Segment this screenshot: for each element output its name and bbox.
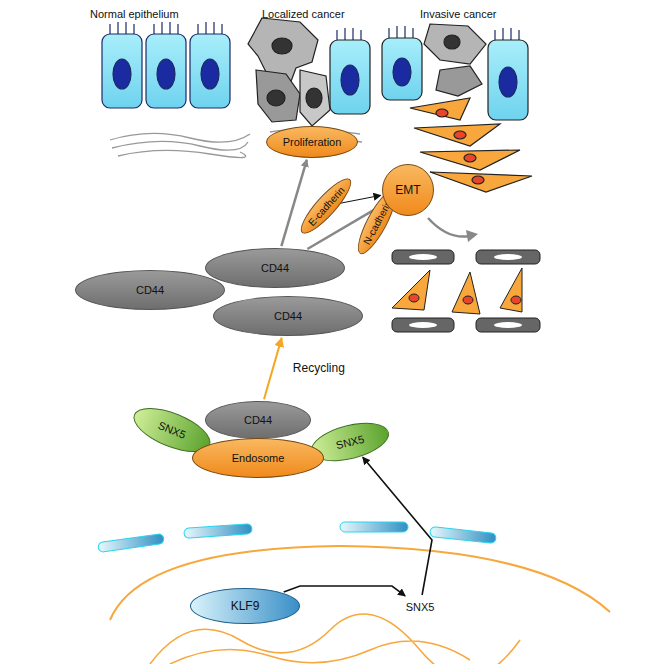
process-circle: EMT [382,164,434,216]
connector-arrow [284,586,405,596]
receptor-ellipse: CD44 [213,296,363,336]
node-text: Proliferation [283,136,342,148]
stage-label: Normal epithelium [90,8,179,20]
node-text: EMT [395,183,420,197]
arrowhead [466,230,478,242]
gene-name: SNX5 [400,597,440,617]
organelle-ellipse: Endosome [192,438,324,478]
node-text: SNX5 [406,601,435,613]
receptor-ellipse: CD44 [205,401,311,439]
receptor-ellipse: CD44 [75,270,225,310]
stage-label: Localized cancer [262,8,345,20]
node-text: CD44 [244,414,272,426]
node-text: CD44 [261,262,289,274]
connector-arrow [363,457,432,595]
transcription-factor: KLF9 [190,588,300,624]
node-text: E-cadherin [306,184,347,227]
node-text: CD44 [136,284,164,296]
node-text: SNX5 [156,419,187,441]
protein-pill: E-cadherin [294,173,357,240]
migrating-cells [392,250,540,332]
node-text: Endosome [232,452,285,464]
stage-label: Invasive cancer [420,8,496,20]
epithelial-cells [102,22,230,108]
receptor-ellipse: CD44 [205,248,345,288]
process-ellipse: Proliferation [266,126,358,158]
connector-arrow [264,338,282,399]
node-text: CD44 [274,310,302,322]
node-text: SNX5 [335,433,366,452]
nucleus [98,522,610,664]
edge-label: Recycling [291,361,347,375]
migration-arrow [428,218,470,237]
tumor-cells [248,18,370,126]
node-text: KLF9 [231,599,260,613]
